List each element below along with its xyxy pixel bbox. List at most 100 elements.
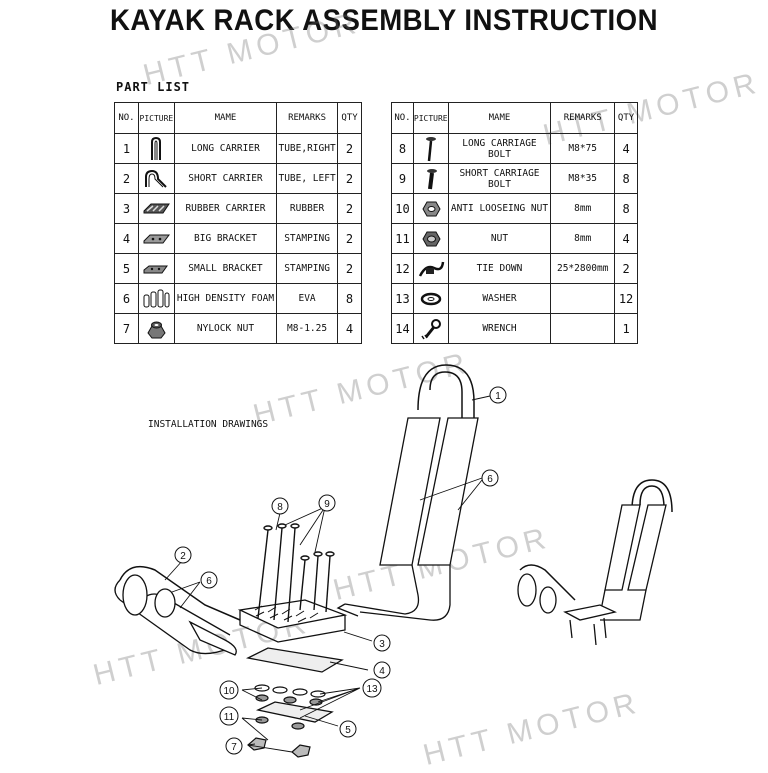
- parts-table-right: NO. PICTURE MAME REMARKS QTY 8 LONG CARR…: [391, 102, 638, 344]
- row-qty: 2: [337, 253, 362, 284]
- nut-icon: [412, 223, 449, 254]
- row-qty: 2: [614, 253, 638, 284]
- table-row: 6 HIGH DENSITY FOAM EVA 8: [114, 283, 362, 314]
- header-qty: QTY: [337, 102, 362, 134]
- row-qty: 8: [614, 193, 638, 224]
- row-name: TIE DOWN: [447, 253, 552, 284]
- row-remarks: STAMPING: [276, 223, 339, 254]
- row-remarks: [550, 313, 616, 344]
- row-remarks: [550, 283, 616, 314]
- header-name: MAME: [447, 102, 552, 134]
- tie-down-icon: [412, 253, 449, 284]
- parts-table-left: NO. PICTURE MAME REMARKS QTY 1 LONG CARR…: [114, 102, 362, 344]
- row-name: SHORT CARRIAGE BOLT: [447, 163, 552, 194]
- long-carrier-icon: [137, 133, 175, 164]
- table-row: 2 SHORT CARRIER TUBE, LEFT 2: [114, 163, 362, 194]
- row-qty: 8: [614, 163, 638, 194]
- row-name: SHORT CARRIER: [173, 163, 278, 194]
- row-no: 13: [391, 283, 414, 314]
- row-no: 11: [391, 223, 414, 254]
- row-name: HIGH DENSITY FOAM: [173, 283, 278, 314]
- short-carrier-icon: [137, 163, 175, 194]
- foam-icon: [137, 283, 175, 314]
- row-remarks: 25*2800mm: [550, 253, 616, 284]
- row-qty: 4: [614, 133, 638, 164]
- table-row: 10 ANTI LOOSEING NUT 8mm 8: [391, 193, 638, 224]
- table-row: 12 TIE DOWN 25*2800mm 2: [391, 253, 638, 284]
- row-name: LONG CARRIAGE BOLT: [447, 133, 552, 164]
- row-no: 6: [114, 283, 139, 314]
- callout-8: 8: [277, 502, 283, 513]
- part-list-label: PART LIST: [116, 80, 191, 94]
- row-no: 5: [114, 253, 139, 284]
- big-bracket: [245, 647, 344, 673]
- row-name: NUT: [447, 223, 552, 254]
- rubber-carrier-icon: [137, 193, 175, 224]
- row-remarks: M8*75: [550, 133, 616, 164]
- washer-icon: [412, 283, 449, 314]
- row-remarks: M8-1.25: [276, 313, 339, 344]
- table-row: 4 BIG BRACKET STAMPING 2: [114, 223, 362, 254]
- short-carrier: [114, 579, 121, 601]
- row-remarks: EVA: [276, 283, 339, 314]
- row-remarks: TUBE,RIGHT: [276, 133, 339, 164]
- row-no: 1: [114, 133, 139, 164]
- long-bolt-icon: [412, 133, 449, 164]
- row-name: WASHER: [447, 283, 552, 314]
- row-qty: 4: [614, 223, 638, 254]
- callout-5: 5: [345, 725, 351, 736]
- big-bracket-icon: [137, 223, 175, 254]
- short-carrier: [119, 565, 241, 621]
- table-header-row: NO. PICTURE MAME REMARKS QTY: [391, 102, 638, 134]
- wrench-icon: [412, 313, 449, 344]
- row-name: ANTI LOOSEING NUT: [447, 193, 552, 224]
- callout-4: 4: [379, 666, 385, 677]
- anti-loosening-nut-icon: [412, 193, 449, 224]
- row-no: 12: [391, 253, 414, 284]
- row-remarks: RUBBER: [276, 193, 339, 224]
- table-row: 1 LONG CARRIER TUBE,RIGHT 2: [114, 133, 362, 164]
- row-remarks: 8mm: [550, 193, 616, 224]
- row-name: LONG CARRIER: [173, 133, 278, 164]
- table-row: 3 RUBBER CARRIER RUBBER 2: [114, 193, 362, 224]
- document-title: KAYAK RACK ASSEMBLY INSTRUCTION: [110, 4, 658, 37]
- callout-10: 10: [223, 686, 235, 697]
- short-bolt-icon: [412, 163, 449, 194]
- row-no: 8: [391, 133, 414, 164]
- small-bracket-icon: [137, 253, 175, 284]
- callout-2: 2: [180, 551, 186, 562]
- callout-11: 11: [224, 712, 235, 723]
- callouts: [174, 386, 507, 755]
- row-no: 3: [114, 193, 139, 224]
- row-qty: 2: [337, 133, 362, 164]
- row-remarks: TUBE, LEFT: [276, 163, 339, 194]
- table-row: 8 LONG CARRIAGE BOLT M8*75 4: [391, 133, 638, 164]
- row-qty: 1: [614, 313, 638, 344]
- installation-drawings-label: INSTALLATION DRAWINGS: [148, 419, 269, 430]
- callout-3: 3: [379, 639, 385, 650]
- row-no: 9: [391, 163, 414, 194]
- row-name: NYLOCK NUT: [173, 313, 278, 344]
- table-header-row: NO. PICTURE MAME REMARKS QTY: [114, 102, 362, 134]
- header-remarks: REMARKS: [276, 102, 339, 134]
- rubber-carrier: [237, 599, 348, 629]
- table-row: 9 SHORT CARRIAGE BOLT M8*35 8: [391, 163, 638, 194]
- row-no: 10: [391, 193, 414, 224]
- assembled-rack: [639, 485, 665, 509]
- callout-7: 7: [231, 742, 237, 753]
- row-no: 7: [114, 313, 139, 344]
- header-name: MAME: [173, 102, 278, 134]
- callout-6: 6: [487, 474, 493, 485]
- table-row: 11 NUT 8mm 4: [391, 223, 638, 254]
- row-name: WRENCH: [447, 313, 552, 344]
- row-qty: 2: [337, 223, 362, 254]
- table-row: 7 NYLOCK NUT M8-1.25 4: [114, 313, 362, 344]
- row-no: 4: [114, 223, 139, 254]
- header-no: NO.: [114, 102, 139, 134]
- small-bracket: [255, 701, 334, 723]
- nylock-nut-icon: [137, 313, 175, 344]
- row-no: 2: [114, 163, 139, 194]
- long-carrier: [417, 364, 475, 422]
- carriage-bolts: [257, 523, 335, 623]
- header-qty: QTY: [614, 102, 638, 134]
